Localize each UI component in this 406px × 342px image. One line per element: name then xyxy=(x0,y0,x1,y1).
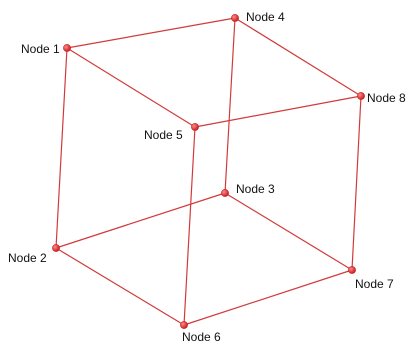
node-5-marker xyxy=(191,123,199,131)
node-8-marker xyxy=(357,92,365,100)
edge-n4-n8 xyxy=(234,17,362,97)
edge-n1-n4 xyxy=(66,17,236,49)
node-7-marker xyxy=(348,266,356,274)
edge-n2-n3 xyxy=(55,192,226,249)
edge-n7-n6 xyxy=(183,269,353,326)
edge-n5-n6 xyxy=(183,126,196,326)
node-layer xyxy=(52,14,365,329)
node-2-marker xyxy=(52,244,60,252)
edge-layer xyxy=(55,17,362,326)
node-5-label: Node 5 xyxy=(144,128,183,142)
node-1-marker xyxy=(63,44,71,52)
edge-n3-n7 xyxy=(224,192,353,271)
edge-n4-n3 xyxy=(224,17,236,194)
edge-n8-n5 xyxy=(194,95,362,128)
node-2-label: Node 2 xyxy=(8,251,47,265)
node-8-label: Node 8 xyxy=(367,91,406,105)
node-6-marker xyxy=(180,321,188,329)
node-7-label: Node 7 xyxy=(355,277,394,291)
label-layer: Node 1 Node 2 Node 3 Node 4 Node 5 Node 6 Node… xyxy=(8,10,406,342)
node-1-label: Node 1 xyxy=(21,42,60,56)
edge-n1-n2 xyxy=(55,47,68,249)
node-3-marker xyxy=(221,189,229,197)
edge-n5-n1 xyxy=(66,47,196,128)
node-3-label: Node 3 xyxy=(236,182,275,196)
edge-n6-n2 xyxy=(55,247,185,326)
node-4-marker xyxy=(231,14,239,22)
node-4-label: Node 4 xyxy=(246,10,285,24)
edge-n8-n7 xyxy=(351,95,362,271)
node-6-label: Node 6 xyxy=(182,330,221,342)
